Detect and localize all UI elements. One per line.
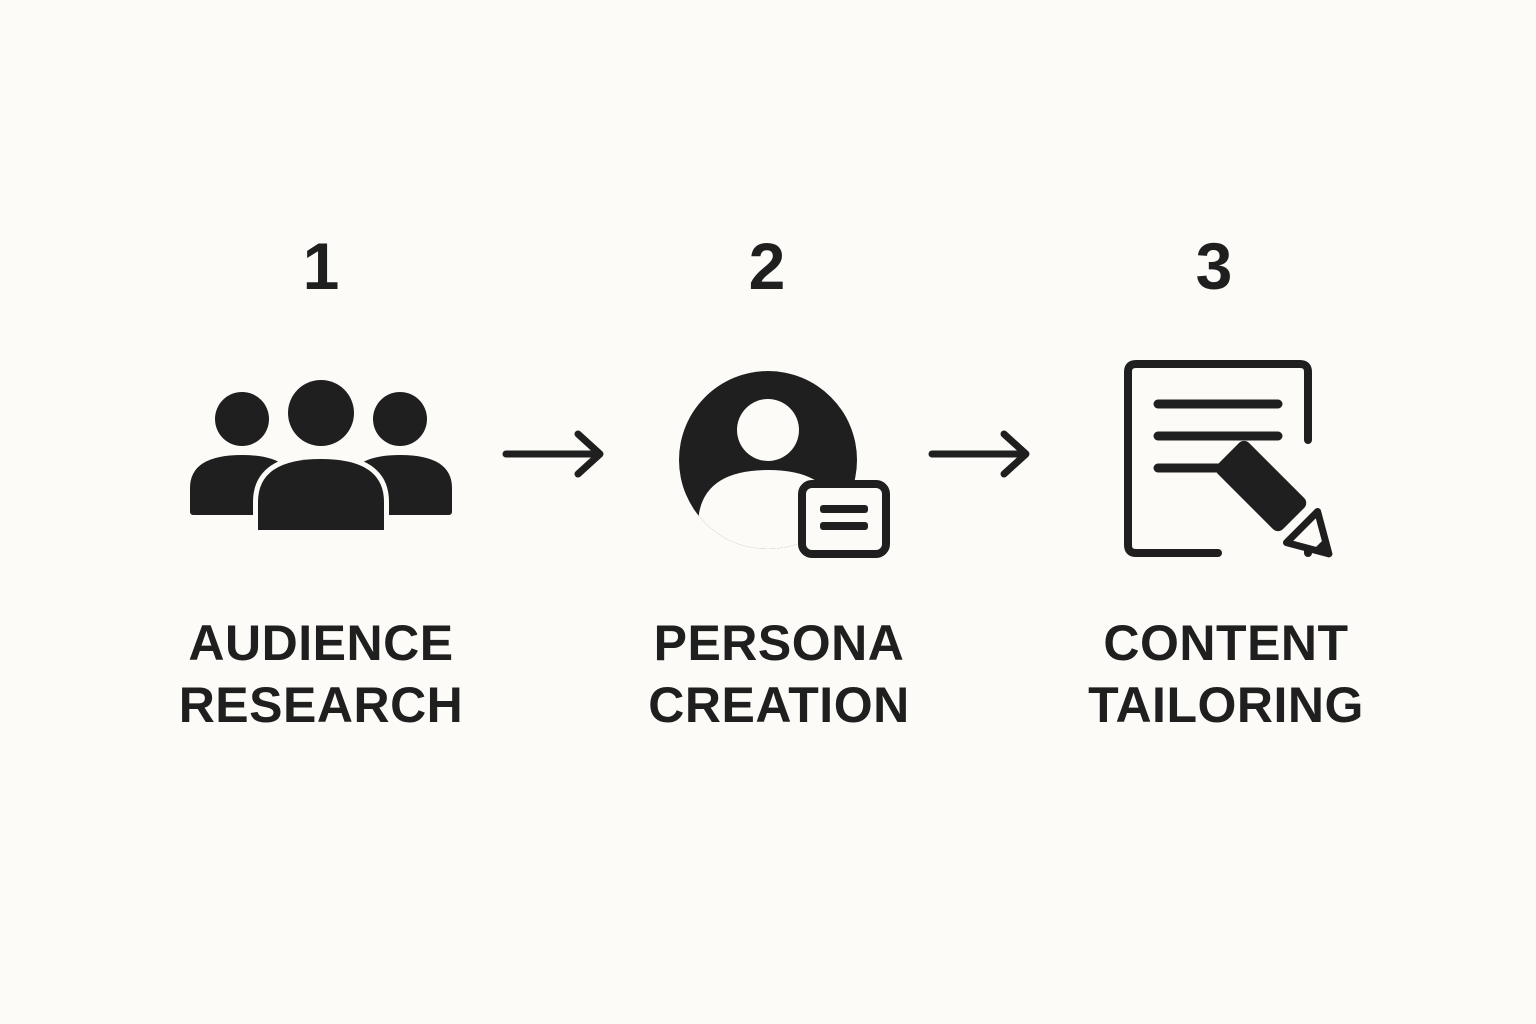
step-label-line: CONTENT: [1103, 615, 1349, 671]
step-number: 3: [1195, 229, 1233, 303]
user-profile-card-icon: [679, 371, 890, 558]
step-label-line: AUDIENCE: [188, 615, 454, 671]
step-label: PERSONA CREATION: [579, 612, 979, 736]
step-label-line: PERSONA: [653, 615, 905, 671]
step-label-line: RESEARCH: [178, 677, 464, 733]
step-label-line: TAILORING: [1088, 677, 1364, 733]
arrow-right-icon: [928, 430, 1030, 478]
people-group-icon: [190, 374, 452, 535]
step-label: CONTENT TAILORING: [1026, 612, 1426, 736]
step-number: 1: [302, 229, 340, 303]
document-pencil-icon: [1124, 360, 1333, 558]
step-number: 2: [748, 229, 786, 303]
step-label: AUDIENCE RESEARCH: [121, 612, 521, 736]
step-label-line: CREATION: [648, 677, 910, 733]
arrow-right-icon: [502, 430, 604, 478]
